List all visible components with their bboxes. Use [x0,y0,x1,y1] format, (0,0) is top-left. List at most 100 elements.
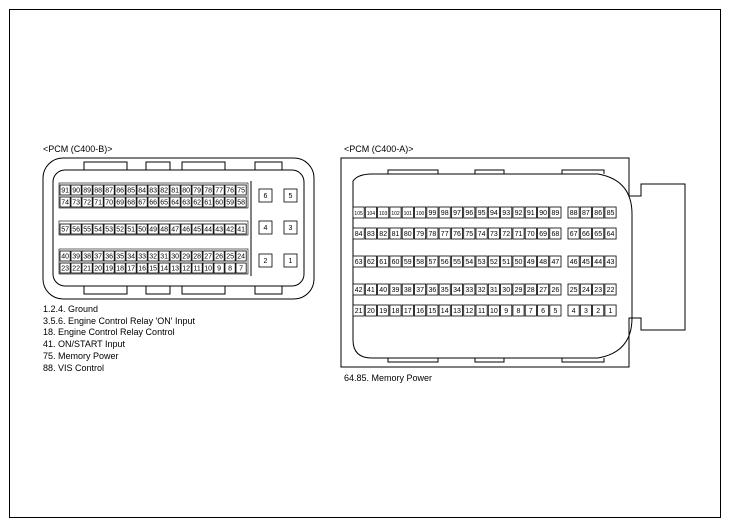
pin-label: 33 [138,254,146,261]
pin-label: 23 [61,266,69,273]
pin-label: 44 [204,227,212,234]
pin-label: 104 [367,211,376,217]
pin-label: 72 [502,231,510,238]
pin: 41 [235,223,247,235]
pin: 72 [81,196,93,208]
pin-label: 32 [478,287,486,294]
pin: 78 [202,184,214,196]
pin-label: 54 [465,259,473,266]
pin: 26 [213,250,225,262]
legend-line: 64.85. Memory Power [344,373,433,383]
pin-label: 39 [392,287,400,294]
pin-label: 73 [490,231,498,238]
pin-label: 27 [539,287,547,294]
pin-label: 35 [441,287,449,294]
pin-label: 34 [127,254,135,261]
pin-label: 40 [61,254,69,261]
pin-label: 55 [453,259,461,266]
pin-label: 68 [552,231,560,238]
pin: 9 [213,262,225,274]
pin: 86 [592,206,605,219]
pin-label: 22 [72,266,80,273]
pin-label: 5 [553,308,557,315]
pin: 75 [235,184,247,196]
pin: 6 [258,188,273,203]
diagram-frame [9,9,721,518]
pin: 2 [258,253,273,268]
pin: 63 [352,255,365,268]
pin-label: 79 [416,231,424,238]
pin-label: 52 [490,259,498,266]
pin: 71 [92,196,104,208]
pin-label: 29 [182,254,190,261]
pin: 30 [500,283,513,296]
pin: 16 [136,262,148,274]
pin: 66 [579,227,592,240]
pin-label: 35 [116,254,124,261]
pin: 48 [537,255,550,268]
pin-label: 50 [515,259,523,266]
pin-label: 60 [392,259,400,266]
pin-block-outline [58,220,249,236]
pin-label: 31 [490,287,498,294]
pin-label: 90 [539,210,547,217]
pin: 34 [125,250,137,262]
pin: 100 [414,206,427,219]
pin: 11 [475,304,488,317]
pin-label: 102 [391,211,400,217]
pin-label: 15 [149,266,157,273]
pin: 57 [426,255,439,268]
pin: 81 [169,184,181,196]
pin-label: 28 [527,287,535,294]
pin-label: 4 [572,308,576,315]
pin-label: 83 [367,231,375,238]
pin-label: 53 [478,259,486,266]
pin-label: 19 [105,266,113,273]
pin: 62 [364,255,377,268]
pin: 38 [81,250,93,262]
pin: 36 [103,250,115,262]
pin: 33 [463,283,476,296]
pin-label: 1 [609,308,613,315]
pin: 43 [213,223,225,235]
pin-block-outline [58,182,249,209]
pin-label: 19 [379,308,387,315]
pin: 25 [224,250,236,262]
pin-label: 62 [193,200,201,207]
pin-label: 42 [355,287,363,294]
pin: 44 [202,223,214,235]
pin: 77 [213,184,225,196]
pin-label: 12 [465,308,473,315]
pin: 20 [92,262,104,274]
pin-label: 87 [105,188,113,195]
pin-label: 88 [94,188,102,195]
pin-label: 51 [127,227,135,234]
pin-label: 26 [215,254,223,261]
pin-label: 10 [490,308,498,315]
pin-label: 48 [160,227,168,234]
pin: 91 [59,184,71,196]
pin-label: 16 [416,308,424,315]
pin-label: 98 [441,210,449,217]
pin: 7 [235,262,247,274]
pin: 80 [401,227,414,240]
pin: 28 [524,283,537,296]
pin-label: 7 [529,308,533,315]
pin-label: 77 [441,231,449,238]
pin-label: 14 [160,266,168,273]
pin-label: 16 [138,266,146,273]
pin-label: 41 [367,287,375,294]
pin-label: 64 [171,200,179,207]
pin-label: 24 [582,287,590,294]
pin: 85 [604,206,617,219]
pin-label: 94 [490,210,498,217]
pin: 93 [500,206,513,219]
pin: 98 [438,206,451,219]
pin-label: 100 [416,211,425,217]
pin-label: 85 [127,188,135,195]
pin: 13 [450,304,463,317]
pin-label: 47 [552,259,560,266]
pin: 60 [389,255,402,268]
pin: 48 [158,223,170,235]
pin-label: 37 [94,254,102,261]
